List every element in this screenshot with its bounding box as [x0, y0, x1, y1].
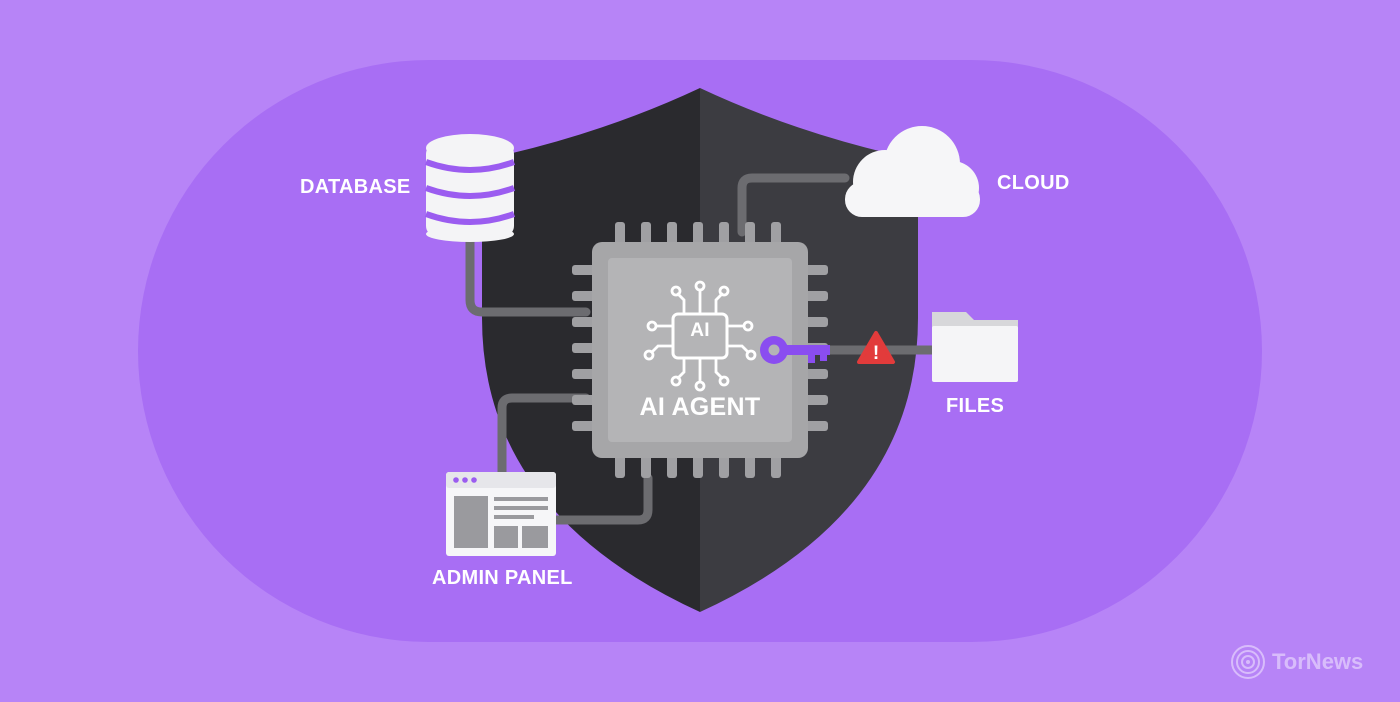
- cloud-icon: [845, 126, 980, 217]
- chip-pin-bottom-1: [615, 454, 625, 478]
- chip-pin-bottom-2: [641, 454, 651, 478]
- tornews-logo-icon: [1231, 645, 1265, 679]
- chip-pin-left-6: [572, 395, 596, 405]
- connector-cloud: [737, 173, 850, 237]
- watermark-text: TorNews: [1272, 649, 1364, 674]
- chip-pin-left-7: [572, 421, 596, 431]
- chip-pin-bottom-7: [771, 454, 781, 478]
- circuit-icon: [643, 280, 757, 392]
- chip-pin-top-1: [615, 222, 625, 246]
- chip-pin-top-2: [641, 222, 651, 246]
- chip-pin-left-2: [572, 291, 596, 301]
- connector-database: [465, 233, 591, 317]
- folder-icon: [932, 312, 1018, 382]
- connector-admin-top: [497, 393, 591, 483]
- key-icon: [760, 336, 830, 364]
- chip-pin-bottom-4: [693, 454, 703, 478]
- chip-pin-bottom-5: [719, 454, 729, 478]
- database-icon: [424, 134, 516, 242]
- warning-glyph: !: [873, 343, 879, 364]
- warning-icon: !: [857, 331, 895, 364]
- chip-pin-left-3: [572, 317, 596, 327]
- chip-pin-top-3: [667, 222, 677, 246]
- chip-pin-bottom-3: [667, 454, 677, 478]
- admin-panel-label: ADMIN PANEL: [432, 567, 573, 589]
- ai-badge-label: AI: [690, 320, 710, 341]
- chip-pin-right-3: [804, 317, 828, 327]
- chip-core: [608, 258, 792, 442]
- cpu-chip-icon: [572, 222, 828, 478]
- chip-pin-left-1: [572, 265, 596, 275]
- chip-pin-left-5: [572, 369, 596, 379]
- ai-badge: [671, 312, 729, 360]
- database-label: DATABASE: [300, 176, 411, 198]
- chip-pin-top-4: [693, 222, 703, 246]
- browser-window-icon: [446, 472, 556, 556]
- chip-pin-bottom-6: [745, 454, 755, 478]
- chip-pin-right-2: [804, 291, 828, 301]
- chip-pin-right-6: [804, 395, 828, 405]
- chip-pin-top-7: [771, 222, 781, 246]
- files-label: FILES: [946, 395, 1005, 417]
- cloud-label: CLOUD: [997, 172, 1070, 194]
- ai-agent-label: AI AGENT: [639, 393, 761, 421]
- connector-admin-bottom: [551, 473, 653, 525]
- chip-pin-right-5: [804, 369, 828, 379]
- watermark: TorNews: [1230, 644, 1363, 680]
- chip-pin-top-5: [719, 222, 729, 246]
- chip-pin-right-7: [804, 421, 828, 431]
- chip-pin-left-4: [572, 343, 596, 353]
- connectors: [465, 173, 937, 525]
- chip-pin-top-6: [745, 222, 755, 246]
- chip-pin-right-1: [804, 265, 828, 275]
